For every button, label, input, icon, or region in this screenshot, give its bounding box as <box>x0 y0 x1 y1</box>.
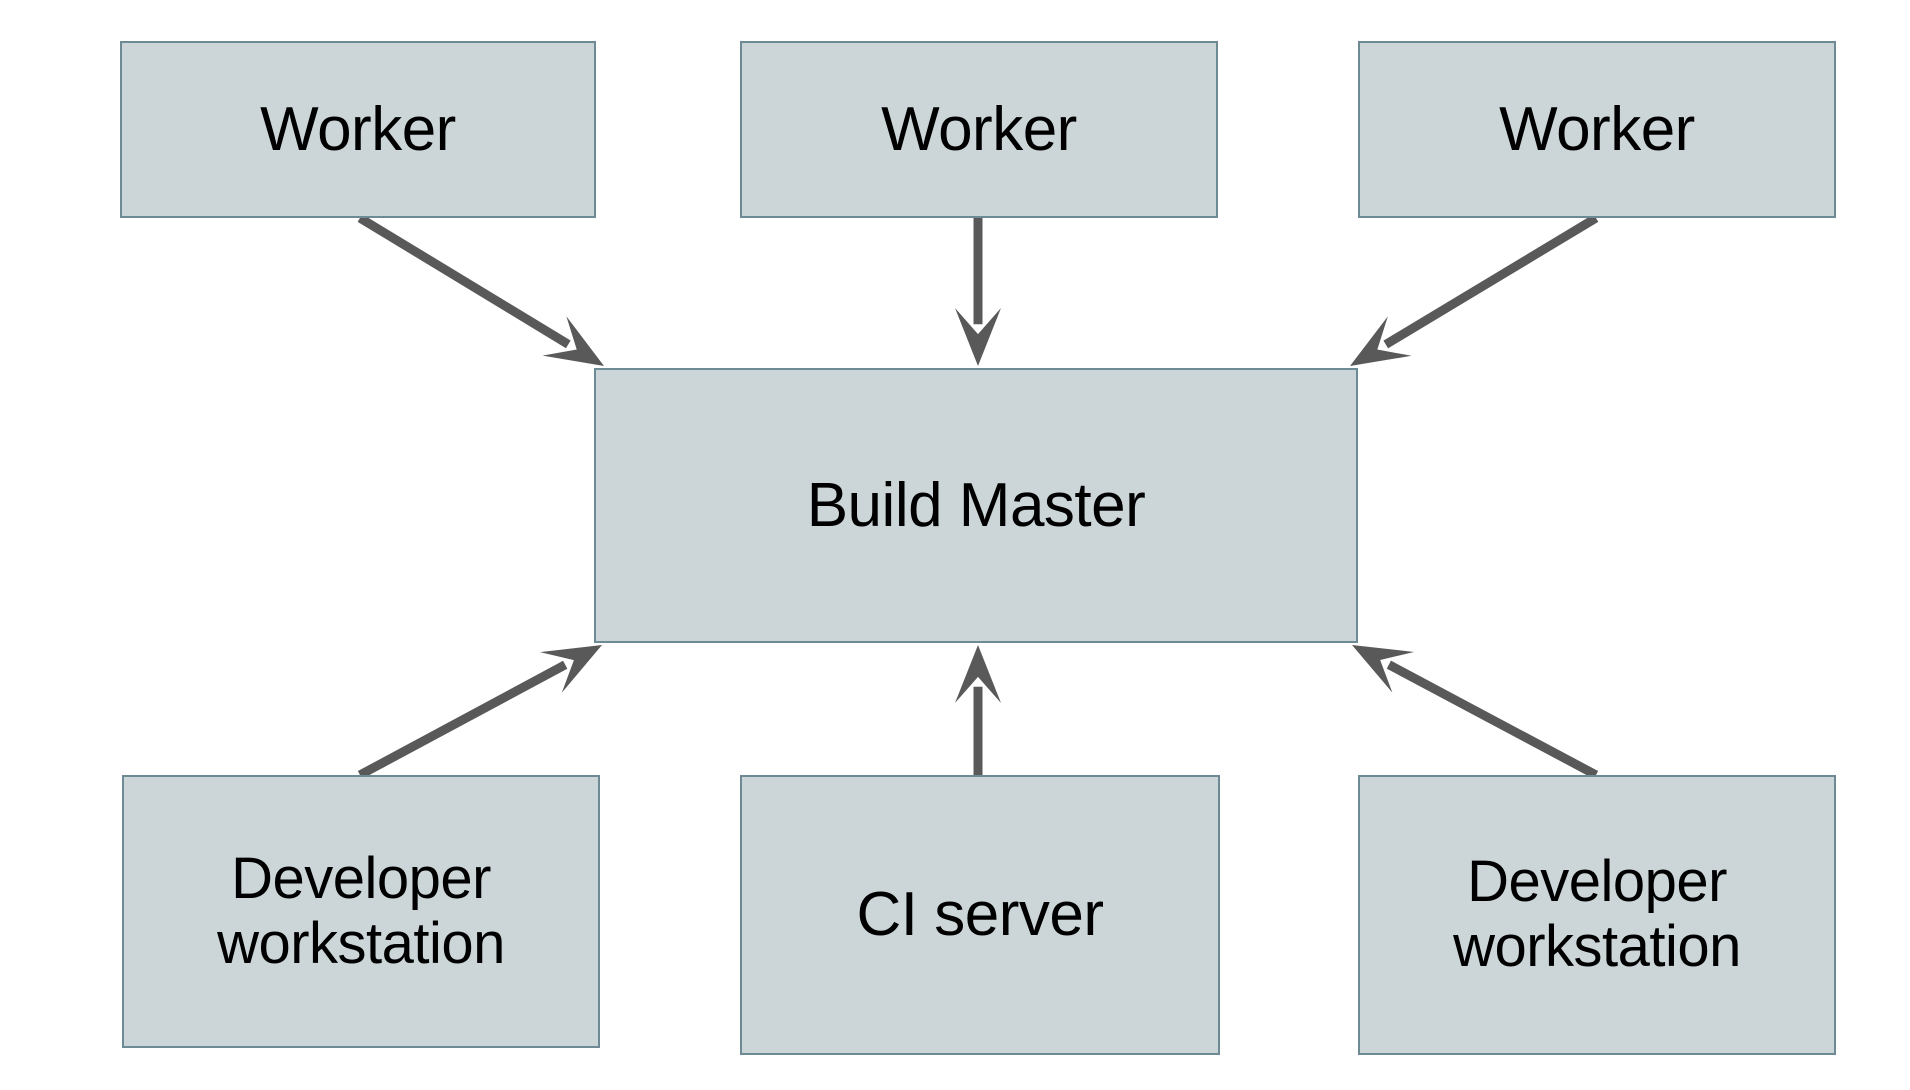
node-worker-1[interactable]: Worker <box>120 41 596 218</box>
node-worker-3[interactable]: Worker <box>1358 41 1836 218</box>
node-worker-2[interactable]: Worker <box>740 41 1218 218</box>
node-label-ci-server: CI server <box>856 880 1104 950</box>
edge-ci-server-to-build-master <box>955 645 1001 775</box>
node-developer-workstation-right[interactable]: Developer workstation <box>1358 775 1836 1055</box>
node-label-developer-workstation-right: Developer workstation <box>1453 849 1741 979</box>
node-label-worker-1: Worker <box>260 94 456 164</box>
node-label-worker-3: Worker <box>1499 94 1695 164</box>
node-label-build-master: Build Master <box>806 470 1146 540</box>
edge-worker-2-to-build-master <box>955 218 1001 366</box>
node-ci-server[interactable]: CI server <box>740 775 1220 1055</box>
node-developer-workstation-left[interactable]: Developer workstation <box>122 775 600 1048</box>
node-label-worker-2: Worker <box>881 94 1077 164</box>
node-label-developer-workstation-left: Developer workstation <box>217 845 505 976</box>
edge-worker-3-to-build-master <box>1350 214 1599 366</box>
node-build-master[interactable]: Build Master <box>594 368 1358 643</box>
edge-worker-1-to-build-master <box>357 214 604 366</box>
edge-developer-workstation-left-to-build-master <box>357 645 602 779</box>
edge-developer-workstation-right-to-build-master <box>1352 645 1599 779</box>
